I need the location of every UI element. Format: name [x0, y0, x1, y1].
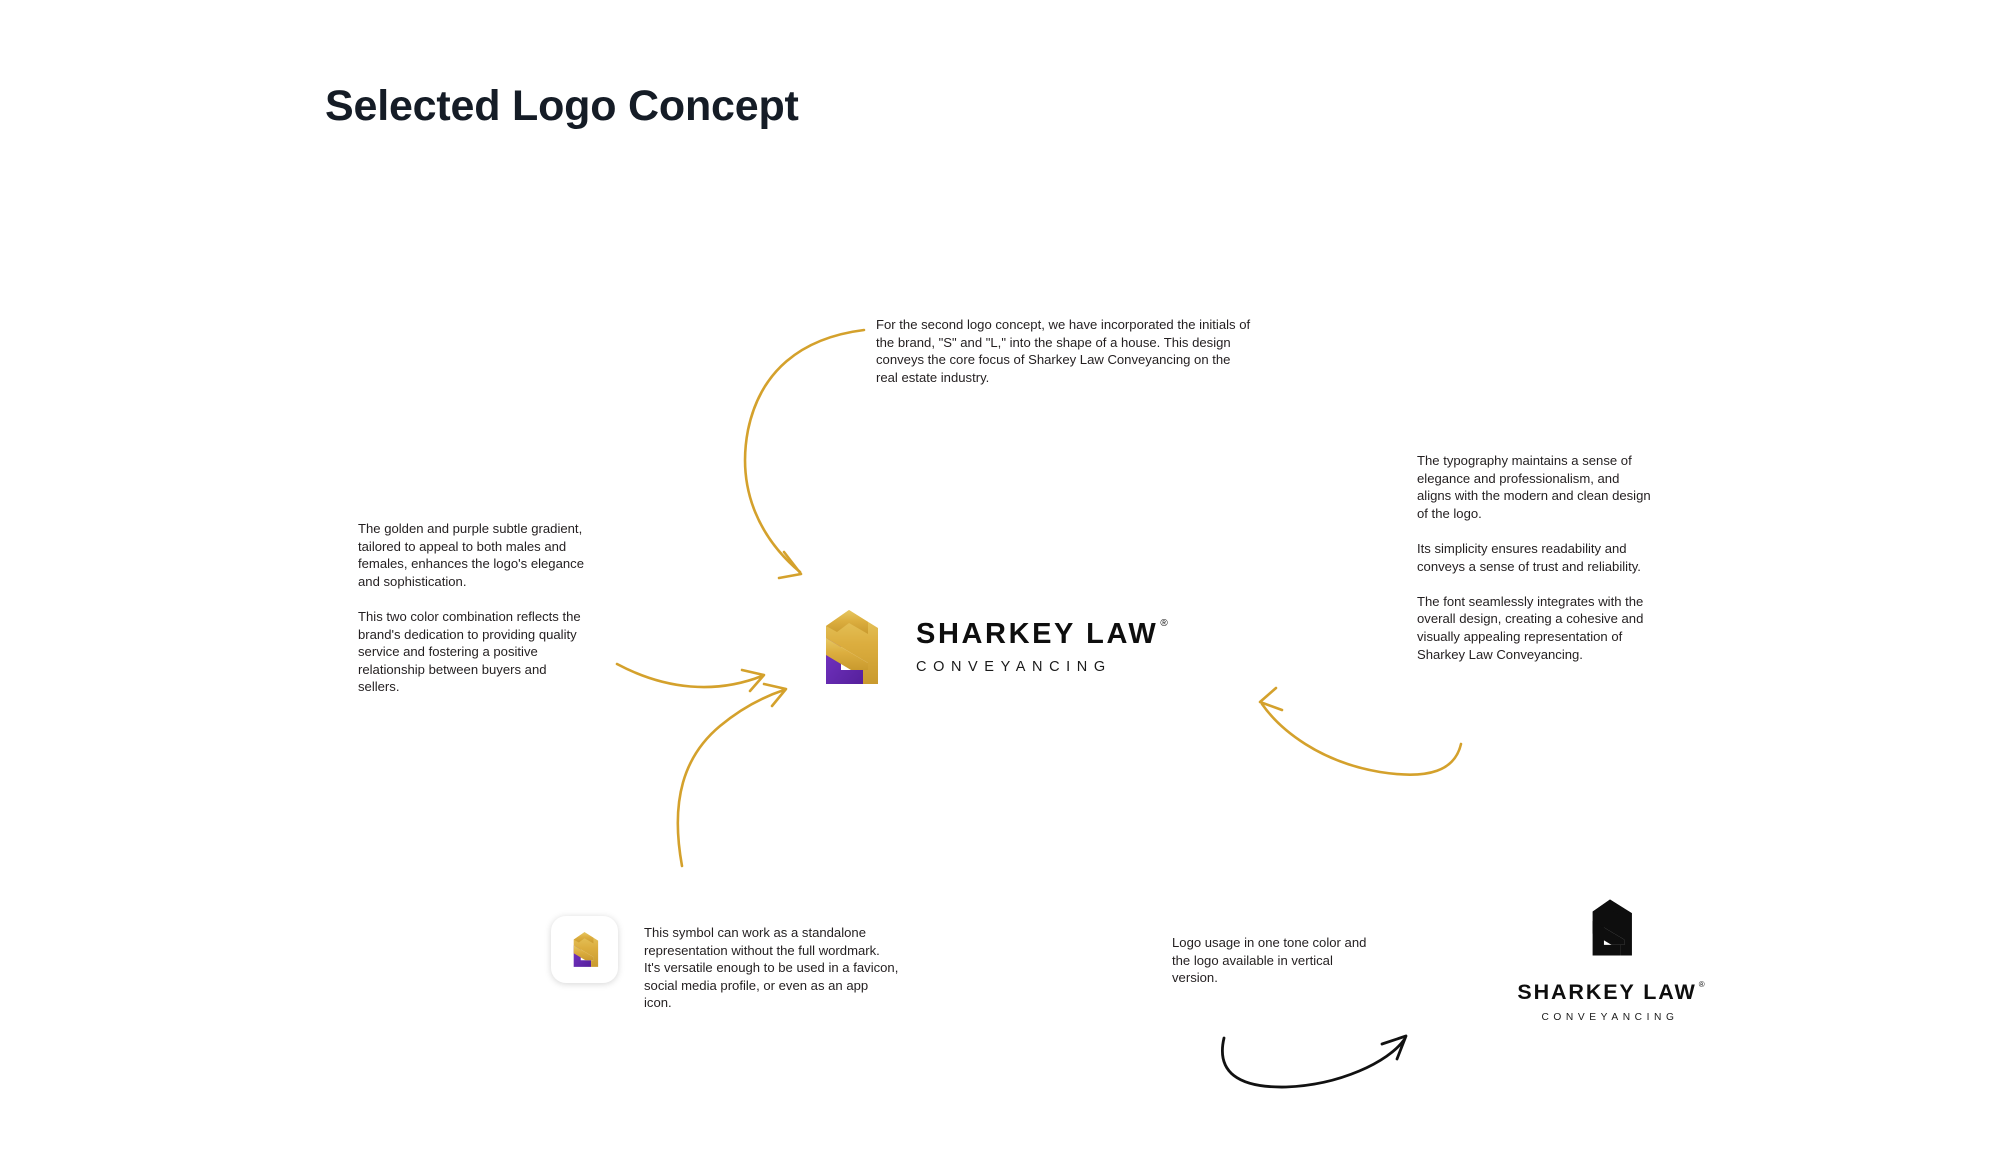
curved-arrow-up-right-icon	[676, 682, 788, 868]
logo-primary-lockup: SHARKEY LAW® CONVEYANCING	[816, 608, 1168, 686]
note-one-tone-text: Logo usage in one tone color and the log…	[1172, 935, 1367, 986]
note-symbol: This symbol can work as a standalone rep…	[644, 924, 899, 1012]
note-typography-paragraph-3: The font seamlessly integrates with the …	[1417, 593, 1644, 662]
curved-arrow-right-icon	[615, 662, 766, 693]
note-gradient-paragraph-2: This two color combination reflects the …	[358, 608, 581, 695]
wordmark-sharkey-law: SHARKEY LAW®	[916, 617, 1168, 650]
house-sl-monogram-icon	[826, 610, 878, 684]
note-gradient: The golden and purple subtle gradient, t…	[358, 520, 590, 696]
note-gradient-paragraph-1: The golden and purple subtle gradient, t…	[358, 521, 584, 589]
note-typography-paragraph-1: The typography maintains a sense of eleg…	[1417, 453, 1651, 521]
note-typography-paragraph-2: Its simplicity ensures readability and c…	[1417, 540, 1641, 574]
house-sl-monogram-icon	[573, 932, 599, 967]
house-sl-monogram-icon	[1592, 899, 1632, 956]
wordmark-sharkey-law: SHARKEY LAW®	[1517, 979, 1705, 1004]
curved-arrow-left-icon	[1258, 686, 1463, 776]
curved-arrow-down-icon	[743, 328, 866, 580]
wordmark-text: SHARKEY LAW	[916, 617, 1159, 650]
logo-primary-wordmark: SHARKEY LAW® CONVEYANCING	[916, 617, 1168, 675]
note-symbol-text: This symbol can work as a standalone rep…	[644, 925, 899, 1011]
note-concept: For the second logo concept, we have inc…	[876, 316, 1254, 386]
curved-arrow-up-right-black-icon	[1221, 1034, 1408, 1089]
logo-vertical-lockup: SHARKEY LAW® CONVEYANCING	[1500, 898, 1720, 1023]
note-one-tone: Logo usage in one tone color and the log…	[1172, 934, 1372, 987]
wordmark-text: SHARKEY LAW	[1517, 980, 1697, 1004]
wordmark-tagline: CONVEYANCING	[916, 658, 1112, 675]
registered-trademark-icon: ®	[1698, 979, 1705, 989]
page-title: Selected Logo Concept	[325, 82, 799, 130]
note-typography: The typography maintains a sense of eleg…	[1417, 452, 1652, 663]
wordmark-tagline: CONVEYANCING	[1541, 1011, 1679, 1023]
note-concept-text: For the second logo concept, we have inc…	[876, 317, 1251, 385]
app-icon-tile	[551, 916, 618, 983]
registered-trademark-icon: ®	[1160, 618, 1168, 630]
